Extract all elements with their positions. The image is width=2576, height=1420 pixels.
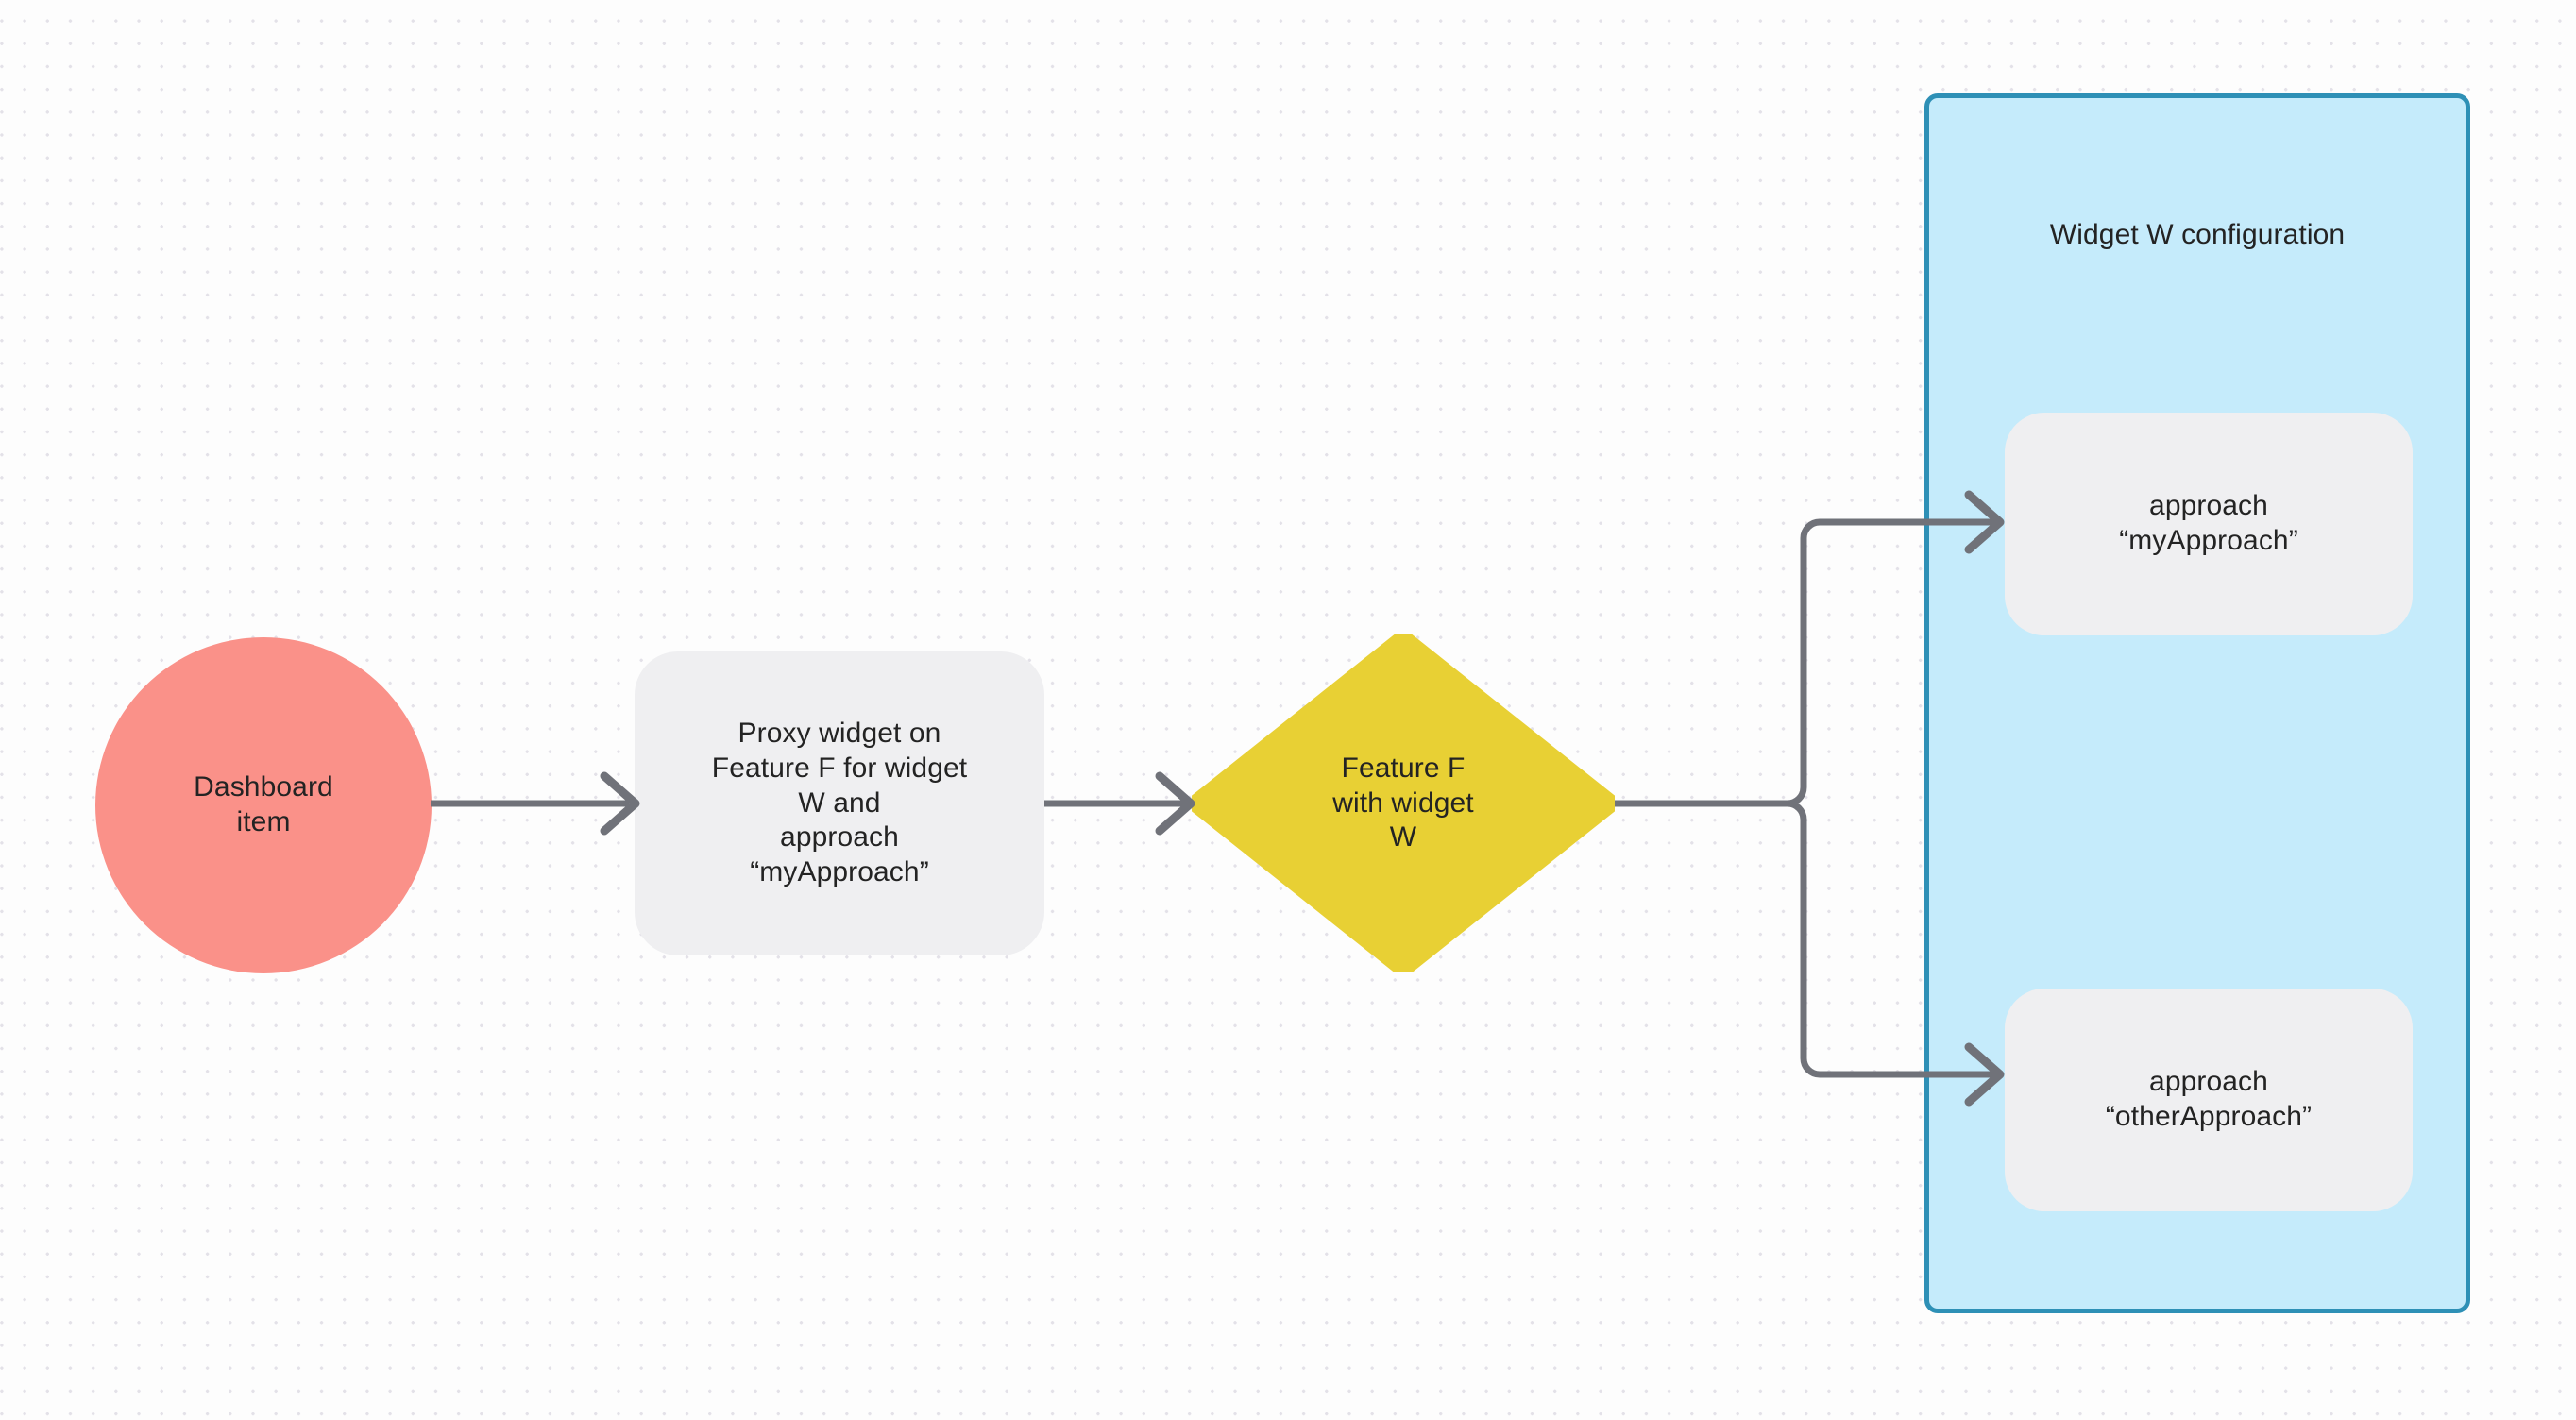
edge-proxy-to-feature	[1044, 771, 1195, 836]
feature-decision-node[interactable]: Feature F with widget W	[1192, 634, 1615, 972]
approach-box-my-approach[interactable]: approach “myApproach”	[2005, 413, 2413, 635]
container-title: Widget W configuration	[2049, 219, 2346, 250]
feature-decision-label: Feature F with widget W	[1332, 752, 1474, 854]
proxy-widget-node[interactable]: Proxy widget on Feature F for widget W a…	[635, 651, 1044, 955]
dashboard-item-label: Dashboard item	[194, 771, 333, 837]
approach-label: approach “myApproach”	[2119, 490, 2298, 556]
dashboard-item-node[interactable]: Dashboard item	[95, 637, 432, 973]
edge-start-to-proxy	[431, 771, 640, 836]
proxy-widget-label: Proxy widget on Feature F for widget W a…	[711, 717, 968, 888]
widget-configuration-container[interactable]: Widget W configuration approach “myAppro…	[1924, 93, 2470, 1313]
approach-label: approach “otherApproach”	[2105, 1066, 2313, 1132]
approach-box-other-approach[interactable]: approach “otherApproach”	[2005, 989, 2413, 1211]
diamond-shape-icon	[1192, 634, 1615, 972]
